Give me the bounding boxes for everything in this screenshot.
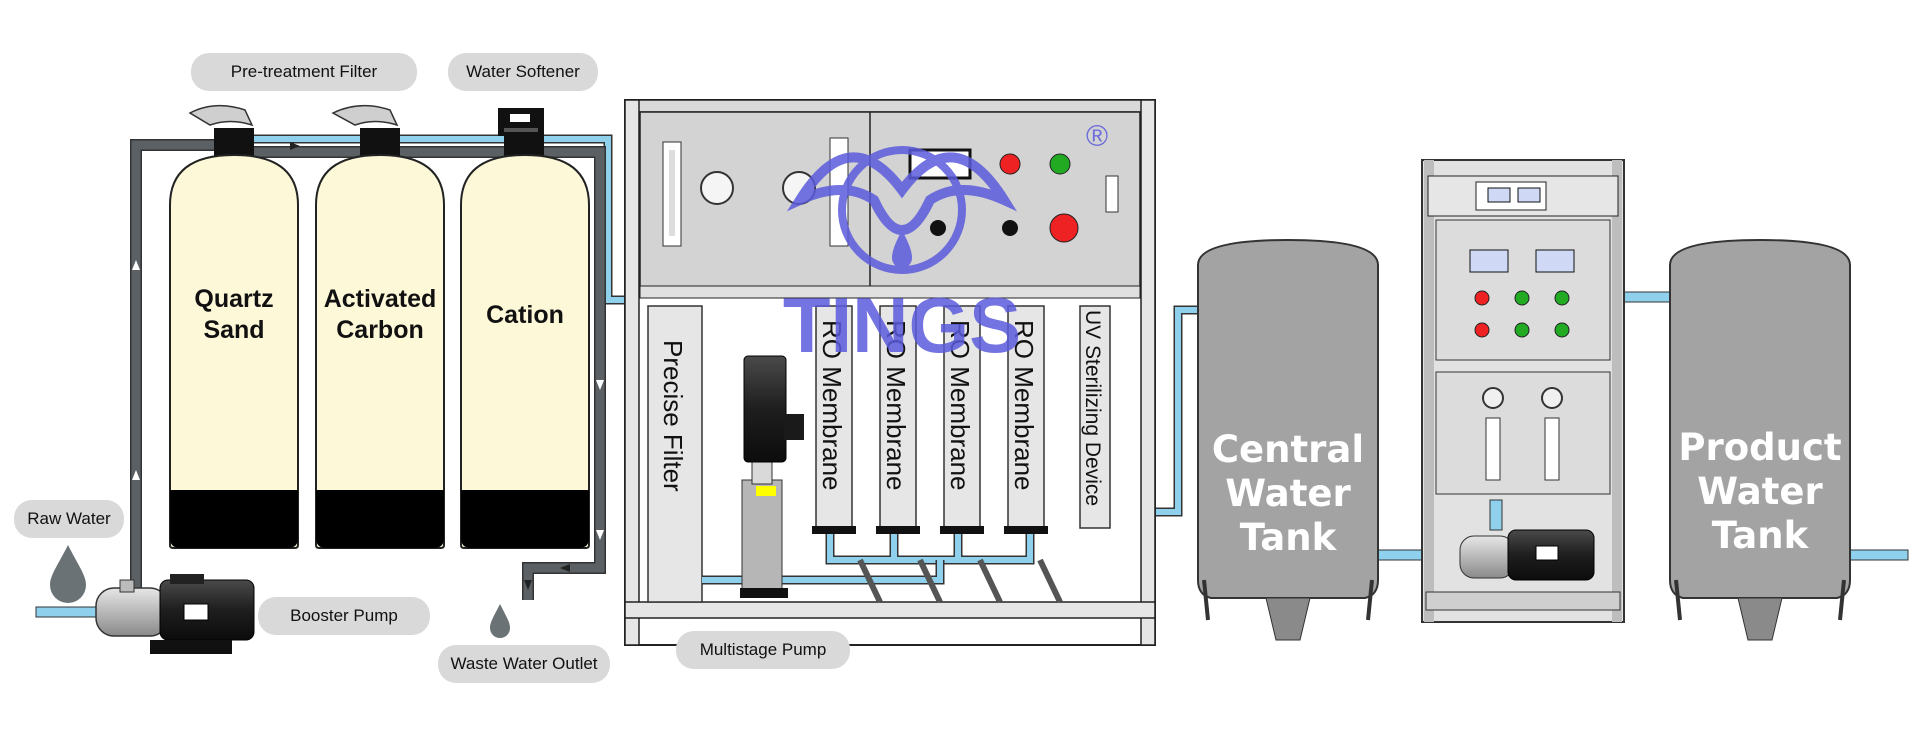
- ro-system-frame: Precise Filter RO Membrane RO Membrane R…: [624, 99, 1156, 646]
- ro-membrane-label-1: RO Membrane: [817, 320, 847, 491]
- central-water-tank: Central Water Tank: [1197, 238, 1379, 641]
- precise-filter-label: Precise Filter: [658, 340, 688, 492]
- ro-membrane-label-3: RO Membrane: [945, 320, 975, 491]
- label-pretreatment-filter: Pre-treatment Filter: [191, 53, 417, 91]
- registered-mark-icon: ®: [1086, 120, 1108, 153]
- tank-cation: Cation: [460, 108, 590, 549]
- label-water-softener: Water Softener: [448, 53, 598, 91]
- tank-label-cation: Cation: [486, 301, 564, 329]
- label-raw-water: Raw Water: [14, 500, 124, 538]
- ro-membrane-label-2: RO Membrane: [881, 320, 911, 491]
- water-drop-icon: [50, 545, 86, 603]
- uv-device-label: UV Sterilizing Device: [1081, 310, 1104, 506]
- central-tank-label-line1: Central: [1212, 428, 1364, 471]
- brand-logo: TINGS ®: [783, 120, 1108, 369]
- product-tank-label-line2: Water: [1697, 470, 1823, 513]
- flow-arrow-icon: [132, 260, 604, 540]
- tank-label-activated-carbon-line2: Carbon: [336, 316, 424, 344]
- brand-name: TINGS: [783, 281, 1021, 369]
- product-tank-label-line3: Tank: [1712, 514, 1810, 557]
- booster-pump: [95, 574, 255, 654]
- post-treatment-cabinet: [1421, 159, 1625, 623]
- waste-drop-icon: [490, 604, 510, 638]
- label-multistage-pump: Multistage Pump: [676, 631, 850, 669]
- tank-label-activated-carbon-line1: Activated: [324, 285, 437, 313]
- label-waste-water-outlet: Waste Water Outlet: [438, 645, 610, 683]
- central-tank-label-line2: Water: [1225, 472, 1351, 515]
- flow-arrow-icon: [290, 142, 570, 590]
- product-water-tank: Product Water Tank: [1669, 238, 1851, 641]
- label-booster-pump: Booster Pump: [258, 597, 430, 635]
- ro-membrane-label-4: RO Membrane: [1009, 320, 1039, 491]
- central-tank-label-line3: Tank: [1240, 516, 1338, 559]
- product-tank-label-line1: Product: [1678, 426, 1841, 469]
- tank-label-quartz-sand-line1: Quartz: [194, 285, 273, 313]
- tank-label-quartz-sand-line2: Sand: [203, 316, 264, 344]
- tank-quartz-sand: Quartz Sand: [169, 104, 299, 549]
- tank-activated-carbon: Activated Carbon: [315, 104, 445, 549]
